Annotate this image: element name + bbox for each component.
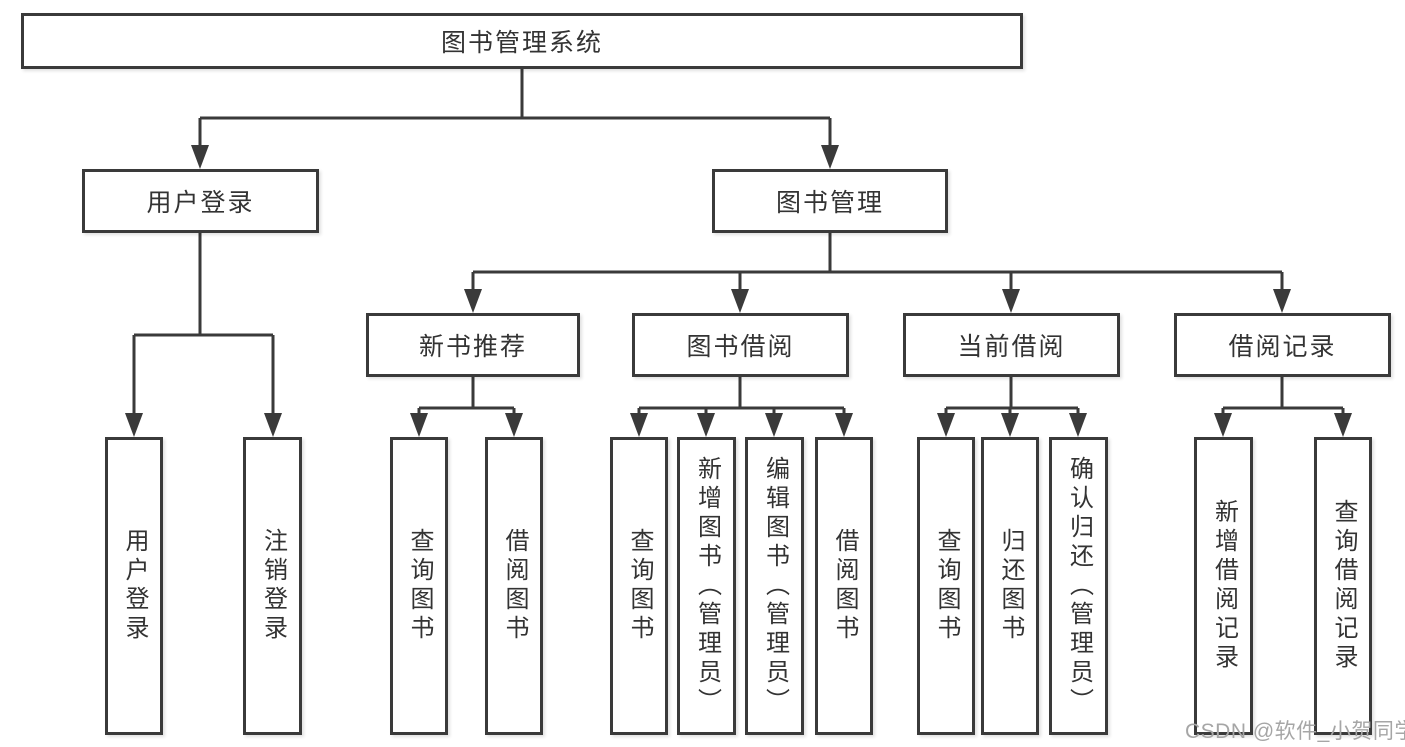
arrowheads — [125, 145, 1352, 437]
arrow-down-icon — [1002, 289, 1020, 313]
connector-recommend-branch — [417, 377, 516, 418]
arrow-down-icon — [1001, 413, 1019, 437]
arrow-down-icon — [464, 289, 482, 313]
node-book-management: 图书管理 — [712, 169, 948, 233]
node-leaf-borrowing-borrow-books: 借阅图书 — [815, 437, 873, 735]
arrow-down-icon — [697, 413, 715, 437]
arrow-down-icon — [191, 145, 209, 169]
arrow-down-icon — [1273, 289, 1291, 313]
arrow-down-icon — [630, 413, 648, 437]
node-leaf-borrowing-edit-books: 编辑图书（管理员） — [745, 437, 804, 735]
arrow-down-icon — [765, 413, 783, 437]
connector-book-management-branch — [471, 233, 1284, 292]
node-new-book-recommend: 新书推荐 — [366, 313, 580, 377]
arrow-down-icon — [835, 413, 853, 437]
arrow-down-icon — [505, 413, 523, 437]
connector-current-branch — [944, 377, 1080, 418]
node-leaf-current-confirm-return: 确认归还（管理员） — [1049, 437, 1108, 735]
watermark: CSDN @软件_小贺同学 — [1185, 720, 1405, 743]
node-leaf-current-query-books: 查询图书 — [917, 437, 975, 735]
connector-paths — [132, 68, 1345, 418]
node-user-login: 用户登录 — [82, 169, 319, 233]
arrow-down-icon — [1214, 413, 1232, 437]
arrow-down-icon — [1069, 413, 1087, 437]
connector-borrowing-branch — [637, 377, 846, 418]
node-leaf-records-add-record: 新增借阅记录 — [1194, 437, 1253, 735]
node-leaf-user-login: 用户登录 — [105, 437, 163, 735]
arrow-down-icon — [264, 413, 282, 437]
connector-user-login-branch — [132, 233, 275, 416]
node-book-borrowing: 图书借阅 — [632, 313, 849, 377]
node-borrowing-records: 借阅记录 — [1174, 313, 1391, 377]
node-leaf-records-query-record: 查询借阅记录 — [1314, 437, 1372, 735]
connector-records-branch — [1221, 377, 1345, 418]
node-current-borrowing: 当前借阅 — [903, 313, 1120, 377]
arrow-down-icon — [125, 413, 143, 437]
node-leaf-current-return-books: 归还图书 — [981, 437, 1039, 735]
node-leaf-recommend-query-books: 查询图书 — [390, 437, 448, 735]
arrow-down-icon — [410, 413, 428, 437]
arrow-down-icon — [821, 145, 839, 169]
connector-root-branch — [198, 68, 832, 148]
node-leaf-logout: 注销登录 — [243, 437, 302, 735]
node-leaf-borrowing-query-books: 查询图书 — [610, 437, 668, 735]
node-leaf-borrowing-add-books: 新增图书（管理员） — [677, 437, 736, 735]
node-root-library-system: 图书管理系统 — [21, 13, 1023, 69]
arrow-down-icon — [937, 413, 955, 437]
arrow-down-icon — [731, 289, 749, 313]
node-leaf-recommend-borrow-books: 借阅图书 — [485, 437, 543, 735]
arrow-down-icon — [1334, 413, 1352, 437]
